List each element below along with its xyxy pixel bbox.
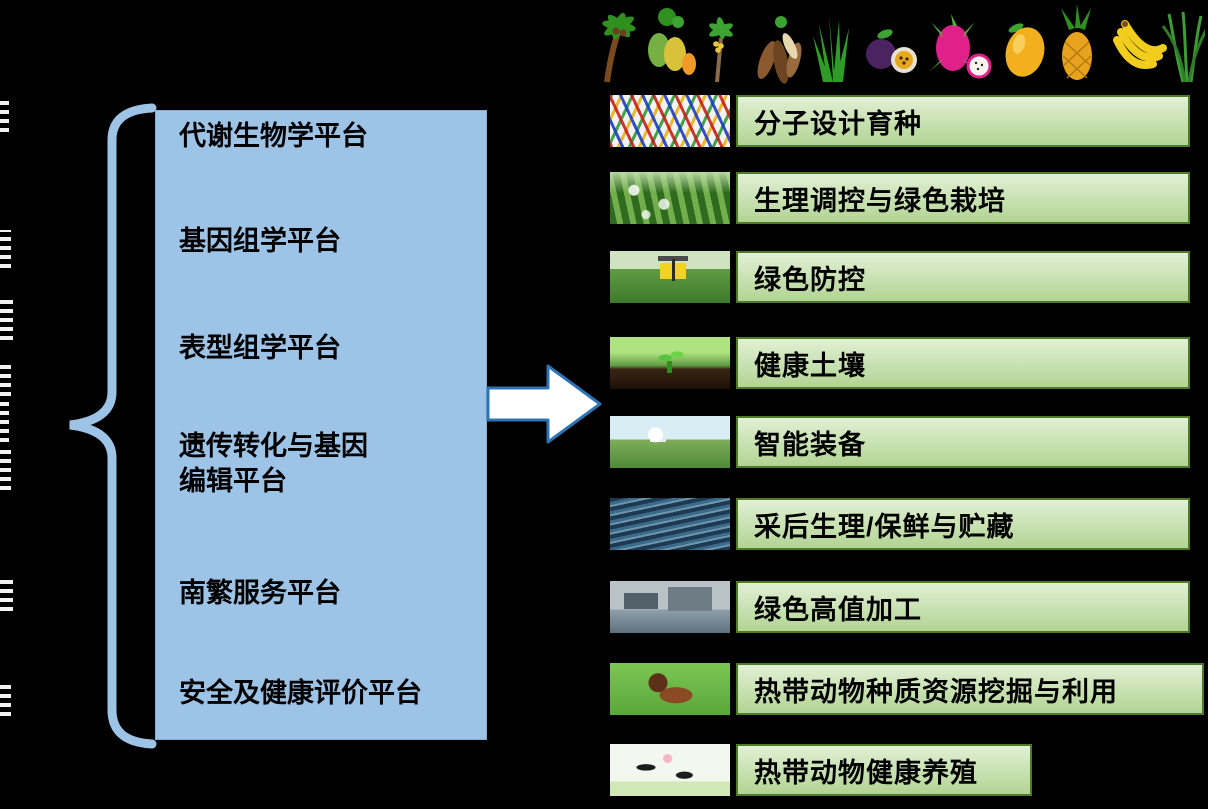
clipped-text-fragment xyxy=(0,360,11,396)
research-row: 分子设计育种 xyxy=(610,95,1190,147)
research-thumbnail xyxy=(610,95,730,147)
clipped-text-fragment xyxy=(0,300,13,340)
tropical-crops-strip xyxy=(602,4,1205,84)
platform-label: 安全及健康评价平台 xyxy=(179,678,422,708)
cassava-icon xyxy=(757,16,802,84)
research-row: 采后生理/保鲜与贮藏 xyxy=(610,498,1190,550)
banana-icon xyxy=(1113,20,1167,69)
research-thumbnail xyxy=(610,172,730,224)
research-thumbnail xyxy=(610,251,730,303)
research-label: 生理调控与绿色栽培 xyxy=(754,185,1006,216)
research-bar: 智能装备 xyxy=(736,416,1190,468)
research-thumbnail xyxy=(610,663,730,715)
mango-icon xyxy=(1005,23,1045,77)
clipped-text-fragment xyxy=(0,450,11,490)
leafy-vegetable-icon xyxy=(1161,11,1205,83)
research-label: 热带动物种质资源挖掘与利用 xyxy=(754,676,1118,707)
research-row: 绿色防控 xyxy=(610,251,1190,303)
research-label: 智能装备 xyxy=(754,429,866,460)
platform-label: 遗传转化与基因编辑平台 xyxy=(179,431,368,497)
research-rows: 分子设计育种 生理调控与绿色栽培 绿色防控 健康土壤 xyxy=(610,95,1208,809)
research-label: 采后生理/保鲜与贮藏 xyxy=(754,511,1015,542)
research-row: 热带动物健康养殖 xyxy=(610,744,1032,796)
curly-brace xyxy=(69,103,157,749)
research-thumbnail xyxy=(610,744,730,796)
research-bar: 分子设计育种 xyxy=(736,95,1190,147)
dragon-fruit-icon xyxy=(929,14,992,79)
research-bar: 健康土壤 xyxy=(736,337,1190,389)
platforms-box: 代谢生物学平台 基因组学平台 表型组学平台 遗传转化与基因编辑平台 南繁服务平台… xyxy=(155,110,487,740)
research-bar: 生理调控与绿色栽培 xyxy=(736,172,1190,224)
research-thumbnail xyxy=(610,337,730,389)
research-thumbnail xyxy=(610,581,730,633)
research-row: 健康土壤 xyxy=(610,337,1190,389)
areca-palm-icon xyxy=(709,17,733,83)
research-label: 健康土壤 xyxy=(754,350,866,381)
research-thumbnail xyxy=(610,498,730,550)
research-bar: 采后生理/保鲜与贮藏 xyxy=(736,498,1190,550)
clipped-text-fragment xyxy=(0,575,13,611)
research-row: 生理调控与绿色栽培 xyxy=(610,172,1190,224)
research-bar: 热带动物种质资源挖掘与利用 xyxy=(736,663,1204,715)
passion-fruit-icon xyxy=(866,29,917,73)
research-row: 智能装备 xyxy=(610,416,1190,468)
right-arrow xyxy=(486,364,602,444)
clipped-text-fragment xyxy=(0,100,9,132)
research-label: 绿色防控 xyxy=(754,264,866,295)
clipped-text-fragment xyxy=(0,230,11,268)
clipped-text-fragment xyxy=(0,400,9,442)
research-bar: 热带动物健康养殖 xyxy=(736,744,1032,796)
research-bar: 绿色防控 xyxy=(736,251,1190,303)
clipped-text-fragment xyxy=(0,680,11,716)
platform-label: 代谢生物学平台 xyxy=(179,121,368,151)
platform-label: 南繁服务平台 xyxy=(179,578,341,608)
research-bar: 绿色高值加工 xyxy=(736,581,1190,633)
research-label: 热带动物健康养殖 xyxy=(754,757,978,788)
coconut-palm-icon xyxy=(602,12,636,83)
research-label: 绿色高值加工 xyxy=(754,594,922,625)
research-thumbnail xyxy=(610,416,730,468)
pineapple-icon xyxy=(1061,4,1092,80)
platform-label: 表型组学平台 xyxy=(179,333,341,363)
research-label: 分子设计育种 xyxy=(754,108,922,139)
research-row: 热带动物种质资源挖掘与利用 xyxy=(610,663,1204,715)
research-row: 绿色高值加工 xyxy=(610,581,1190,633)
pandan-leaves-icon xyxy=(813,14,849,82)
papaya-icon xyxy=(648,8,696,75)
platform-label: 基因组学平台 xyxy=(179,226,341,256)
